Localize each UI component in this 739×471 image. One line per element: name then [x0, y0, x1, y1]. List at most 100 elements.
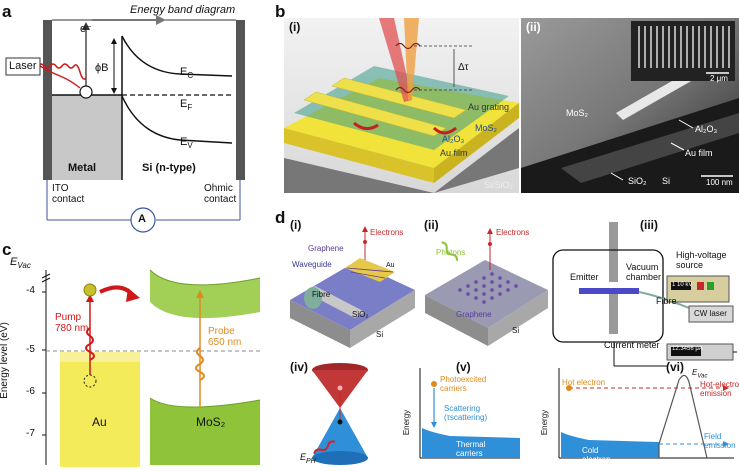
- d-v-energy: Energy: [402, 409, 412, 436]
- d-i-graphene: Graphene: [308, 244, 344, 253]
- d-i-label: (i): [290, 218, 302, 232]
- phib-label: ϕB: [95, 62, 109, 74]
- right-contact-bar: [236, 20, 245, 180]
- d-i-si: Si: [376, 330, 384, 339]
- d-ii-photons: Photons: [436, 248, 466, 257]
- mos2-vb: [150, 398, 260, 465]
- d-iii-meter: Current meter: [604, 340, 660, 350]
- d-vi-label: (vi): [666, 360, 684, 374]
- pump-wave: [85, 327, 95, 361]
- ef-label: EF: [180, 98, 193, 113]
- left-contact-bar: [43, 20, 52, 180]
- d-ii-electrons: Electrons: [496, 228, 530, 237]
- panel-b-i-label: (i): [289, 20, 301, 34]
- scale-2um: 2 μm: [710, 74, 728, 83]
- panel-d-vi-illustration: [558, 368, 734, 459]
- sem-mos2-label: MoS₂: [566, 108, 588, 118]
- au-label: Au: [92, 415, 107, 429]
- sem-al2o3-label: Al₂O₃: [695, 124, 718, 134]
- d-iii-label: (iii): [640, 218, 658, 232]
- laser-wave: [37, 63, 87, 80]
- c-tick-5: -5: [26, 344, 35, 355]
- panel-b-i-illustration: [284, 18, 519, 193]
- sem-si-label: Si: [662, 176, 671, 186]
- au-grating-label: Au grating: [468, 102, 510, 112]
- thermal-fill: [422, 428, 520, 458]
- panel-a-letter: a: [2, 2, 12, 21]
- ev-label: EV: [180, 136, 193, 151]
- delta-tau-label: Δτ: [458, 62, 469, 73]
- panel-d-ii-illustration: [425, 228, 548, 346]
- d-i-electrons: Electrons: [370, 228, 404, 237]
- scale-100nm: 100 nm: [706, 178, 733, 187]
- metal-label: Metal: [68, 162, 97, 174]
- d-iii-meter-display: 12.3456 μA: [672, 346, 703, 352]
- panel-d-letter: d: [275, 208, 286, 227]
- si-label: Si (n-type): [142, 162, 196, 174]
- d-iii-emitter: Emitter: [570, 272, 599, 282]
- d-vi-hotemission: Hot-electronemission: [700, 380, 739, 398]
- c-tick-6: -6: [26, 386, 35, 397]
- hot-electron: [83, 283, 97, 297]
- sem-inset: [631, 21, 735, 81]
- d-v-label: (v): [456, 360, 471, 374]
- d-iv-label: (iv): [290, 360, 308, 374]
- d-i-fibre: Fibre: [312, 290, 331, 299]
- cold-fill: [561, 432, 659, 458]
- probe-wave: [195, 347, 205, 381]
- sem-sio2-label: SiO₂: [628, 176, 647, 186]
- d-iii-fibre: Fibre: [656, 296, 677, 306]
- panel-b-ii-sem: [521, 18, 739, 193]
- laser-label: Laser: [9, 60, 37, 72]
- sem-aufilm-label: Au film: [685, 148, 713, 158]
- d-v-scatter: Scattering(τscattering): [444, 404, 488, 422]
- au-film-label: Au film: [440, 148, 468, 158]
- d-ii-si: Si: [512, 326, 520, 335]
- electron-circle: [79, 85, 93, 99]
- d-i-sio2: SiO₂: [352, 310, 369, 319]
- panel-c-letter: c: [2, 240, 12, 259]
- mos2-cb: [150, 270, 260, 319]
- panel-d-i-illustration: [290, 226, 415, 348]
- hole-dashed: [83, 374, 97, 388]
- d-vi-energy: Energy: [540, 409, 550, 436]
- laser-box: [5, 57, 41, 76]
- panel-a-diagram: [5, 15, 245, 233]
- c-ylabel: Energy level (eV): [0, 322, 10, 399]
- ec-curve: [121, 35, 233, 77]
- panel-d-iii-illustration: [552, 222, 737, 367]
- mos2-label-c: MoS₂: [196, 415, 226, 429]
- ev-curve: [121, 95, 233, 144]
- electron-label: e⁻: [80, 23, 92, 35]
- substrate-label: Si/SiO₂: [484, 180, 513, 190]
- c-tick-7: -7: [26, 428, 35, 439]
- d-ii-graphene: Graphene: [456, 310, 492, 319]
- evac-label-c: EVac: [10, 256, 31, 271]
- si-region: [122, 20, 236, 180]
- panel-c-diagram: [41, 269, 261, 467]
- ec-label: EC: [180, 66, 194, 81]
- d-iii-hv-display: 1 10 kV: [672, 282, 693, 288]
- panel-d-v-illustration: [419, 368, 520, 459]
- panel-b-letter: b: [275, 2, 286, 21]
- d-iv-eph: EPH: [300, 452, 316, 465]
- vac-barrier: [658, 374, 708, 459]
- metal-region: [52, 95, 122, 180]
- panel-a-title: Energy band diagram: [130, 4, 236, 16]
- d-i-waveguide: Waveguide: [292, 260, 332, 269]
- al2o3-label: Al₂O₃: [442, 134, 465, 144]
- au-block: [60, 352, 140, 467]
- ammeter-label: A: [138, 213, 146, 225]
- d-ii-label: (ii): [424, 218, 439, 232]
- d-vi-hot: Hot electron: [562, 378, 606, 387]
- c-tick-4: -4: [26, 285, 35, 296]
- panel-b-ii-label: (ii): [526, 20, 541, 34]
